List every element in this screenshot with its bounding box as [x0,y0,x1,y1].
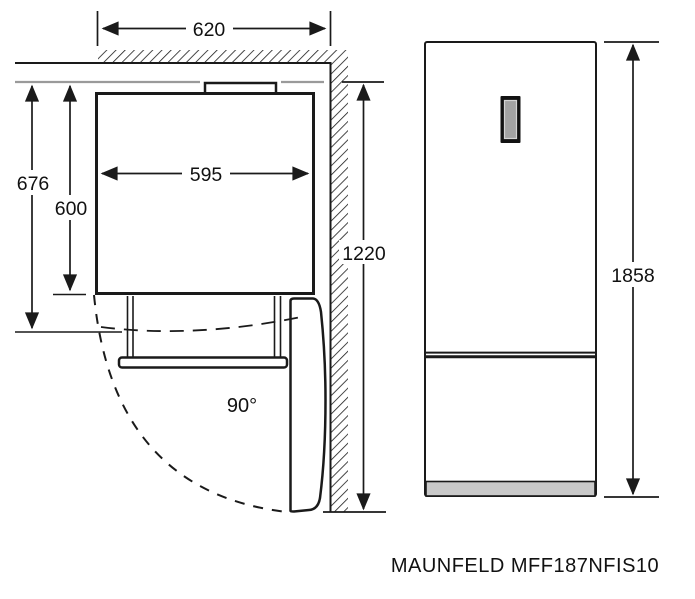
dim-1220: 1220 [323,81,390,513]
dim-676: 676 [14,84,122,333]
dim-600: 600 [51,84,91,296]
display-screen [503,99,518,140]
dim-595: 595 [100,161,310,186]
dim-620-label: 620 [193,19,226,41]
label-mask [14,170,52,195]
dim-620: 620 [96,11,332,46]
door-open-plan [289,297,327,513]
model-caption: MAUNFELD MFF187NFIS10 [391,555,659,577]
label-mask [186,16,233,40]
dim-1220-label: 1220 [342,243,386,265]
door-swing-arc [93,294,288,513]
wall-hatch-top [98,50,348,63]
dim-1858-label: 1858 [611,265,654,287]
door-angle-label: 90° [227,395,257,417]
door-swing-inner-arc [100,315,307,333]
top-view: 620 676 600 595 1220 [14,11,390,513]
dim-676-label: 676 [17,173,50,195]
wall-hatch-right [331,63,348,512]
label-mask [339,240,390,264]
plinth [425,480,596,497]
dim-595-label: 595 [190,164,223,186]
door-front-bar [117,356,289,369]
fridge-body-plan [95,92,315,295]
label-mask [182,161,230,186]
front-view: 1858 [424,41,660,498]
label-mask [51,195,91,220]
label-mask [606,262,660,287]
dim-1858: 1858 [604,41,660,498]
dim-600-label: 600 [55,198,88,220]
